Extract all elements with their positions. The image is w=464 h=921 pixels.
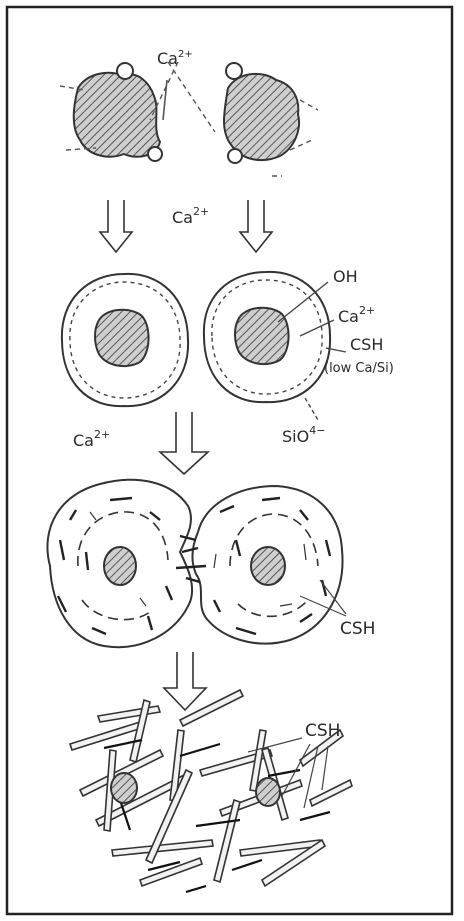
label-ca-right: Ca2+	[338, 304, 375, 326]
label-ca-top: Ca2+	[157, 49, 193, 68]
core-remnant-right	[256, 778, 280, 806]
label-ca-left: Ca2+	[73, 428, 110, 450]
core-right	[235, 308, 289, 364]
core-left-small	[104, 547, 136, 585]
ion-sphere	[117, 63, 133, 79]
stage-4-csh-network: CSH	[70, 690, 352, 892]
ion-sphere	[228, 149, 242, 163]
particle-right	[224, 74, 299, 160]
core-remnant-left	[111, 773, 137, 803]
label-csh-right: CSH	[350, 335, 383, 354]
reaction-arrow-3	[164, 652, 206, 710]
stage-2-coated-particles: OH Ca2+ CSH (low Ca/Si)	[62, 267, 394, 420]
stage-3-merged-grains: CSH	[47, 480, 375, 647]
label-csh-stage4: CSH	[305, 721, 340, 741]
ion-sphere	[148, 147, 162, 161]
label-low-ca-si: (low Ca/Si)	[324, 361, 394, 376]
core-right-small	[251, 547, 285, 585]
particle-left	[74, 73, 160, 157]
ion-sphere	[226, 63, 242, 79]
label-ca-mid: Ca2+	[172, 205, 209, 227]
core-left	[95, 310, 149, 366]
label-oh: OH	[333, 267, 358, 286]
reaction-arrow-2	[160, 412, 208, 474]
label-sio4: SiO4−	[282, 424, 325, 446]
label-csh-stage3: CSH	[340, 619, 375, 639]
stage-1-particles: Ca2+	[60, 49, 318, 176]
